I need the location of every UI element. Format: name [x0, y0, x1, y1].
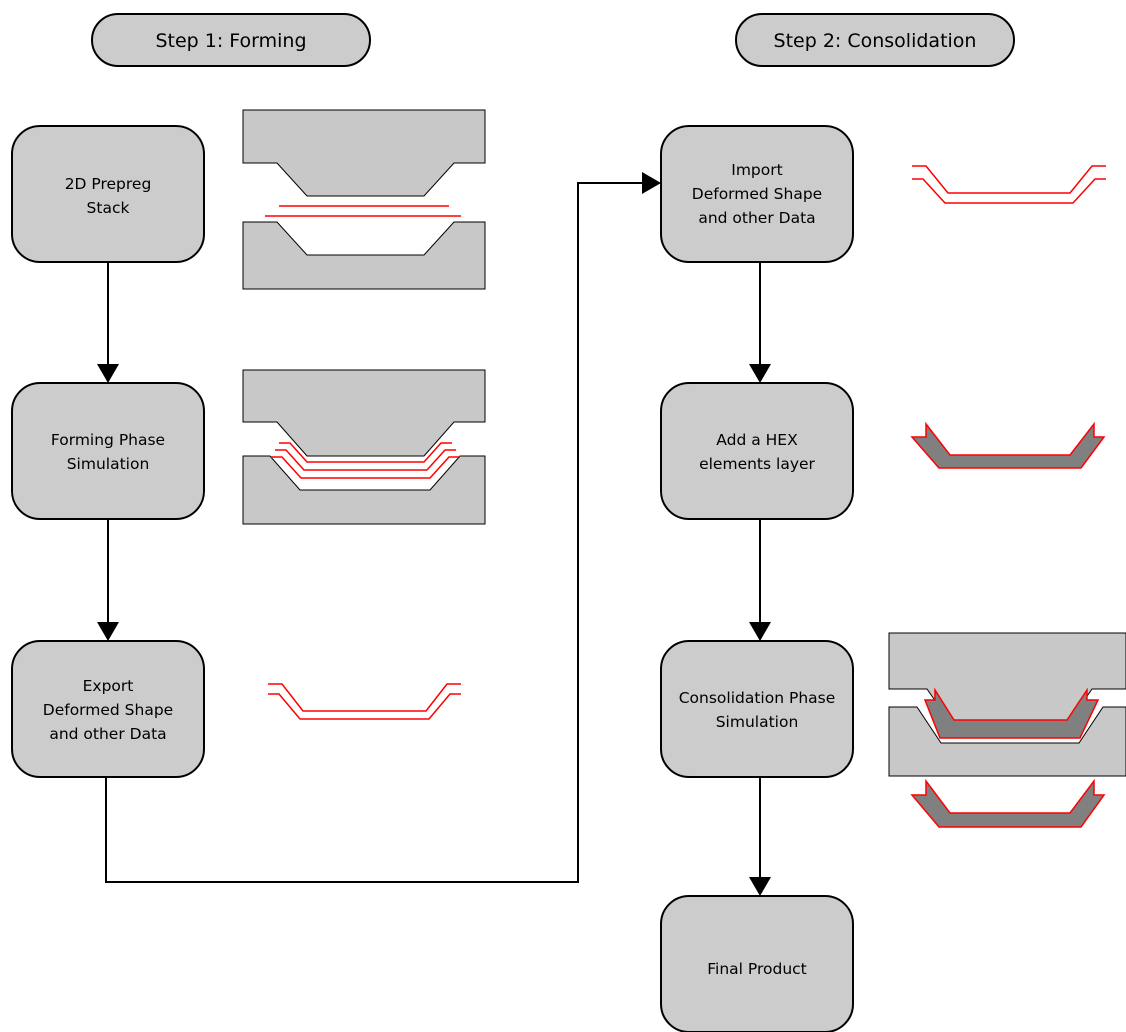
arrow-prepreg-to-forming: [97, 262, 119, 383]
illustration-consolidation-mold: [888, 632, 1126, 777]
box-add-hex-layer: Add a HEX elements layer: [660, 382, 854, 520]
illustration-open-mold-flat-plies: [242, 109, 486, 290]
illustration-forming-mold: [242, 369, 486, 525]
box-forming-line-1: Forming Phase: [51, 431, 165, 449]
box-hex-line-2: elements layer: [699, 455, 815, 473]
box-consolidation-line-2: Simulation: [716, 713, 799, 731]
arrow-export-to-import: [105, 172, 661, 883]
box-export-line-2: Deformed Shape: [43, 701, 173, 719]
arrow-import-to-hex: [749, 262, 771, 383]
box-consolidation-line-1: Consolidation Phase: [679, 689, 836, 707]
arrow-forming-to-export: [97, 519, 119, 641]
step1-header: Step 1: Forming: [91, 13, 371, 67]
box-forming-line-2: Simulation: [67, 455, 150, 473]
box-import-deformed-shape: Import Deformed Shape and other Data: [660, 125, 854, 263]
illustration-exported-plies: [268, 683, 461, 720]
box-2d-prepreg-line-2: Stack: [87, 199, 130, 217]
arrow-hex-to-consolidation: [749, 519, 771, 641]
arrow-consolidation-to-final: [749, 777, 771, 896]
box-export-line-1: Export: [83, 677, 134, 695]
box-2d-prepreg-line-1: 2D Prepreg: [65, 175, 152, 193]
box-import-line-2: Deformed Shape: [692, 185, 822, 203]
step2-header: Step 2: Consolidation: [735, 13, 1015, 67]
illustration-hex-layer: [910, 421, 1106, 469]
box-hex-line-1: Add a HEX: [716, 431, 798, 449]
box-final-line-1: Final Product: [707, 960, 807, 978]
illustration-imported-plies: [912, 165, 1106, 204]
box-consolidation-phase-simulation: Consolidation Phase Simulation: [660, 640, 854, 778]
box-forming-phase-simulation: Forming Phase Simulation: [11, 382, 205, 520]
box-import-line-3: and other Data: [698, 209, 815, 227]
box-final-product: Final Product: [660, 895, 854, 1032]
step1-header-label: Step 1: Forming: [155, 30, 306, 52]
box-export-line-3: and other Data: [49, 725, 166, 743]
illustration-final-product: [910, 778, 1106, 828]
box-import-line-1: Import: [731, 161, 782, 179]
step2-header-label: Step 2: Consolidation: [774, 30, 977, 52]
box-export-deformed-shape: Export Deformed Shape and other Data: [11, 640, 205, 778]
box-2d-prepreg-stack: 2D Prepreg Stack: [11, 125, 205, 263]
